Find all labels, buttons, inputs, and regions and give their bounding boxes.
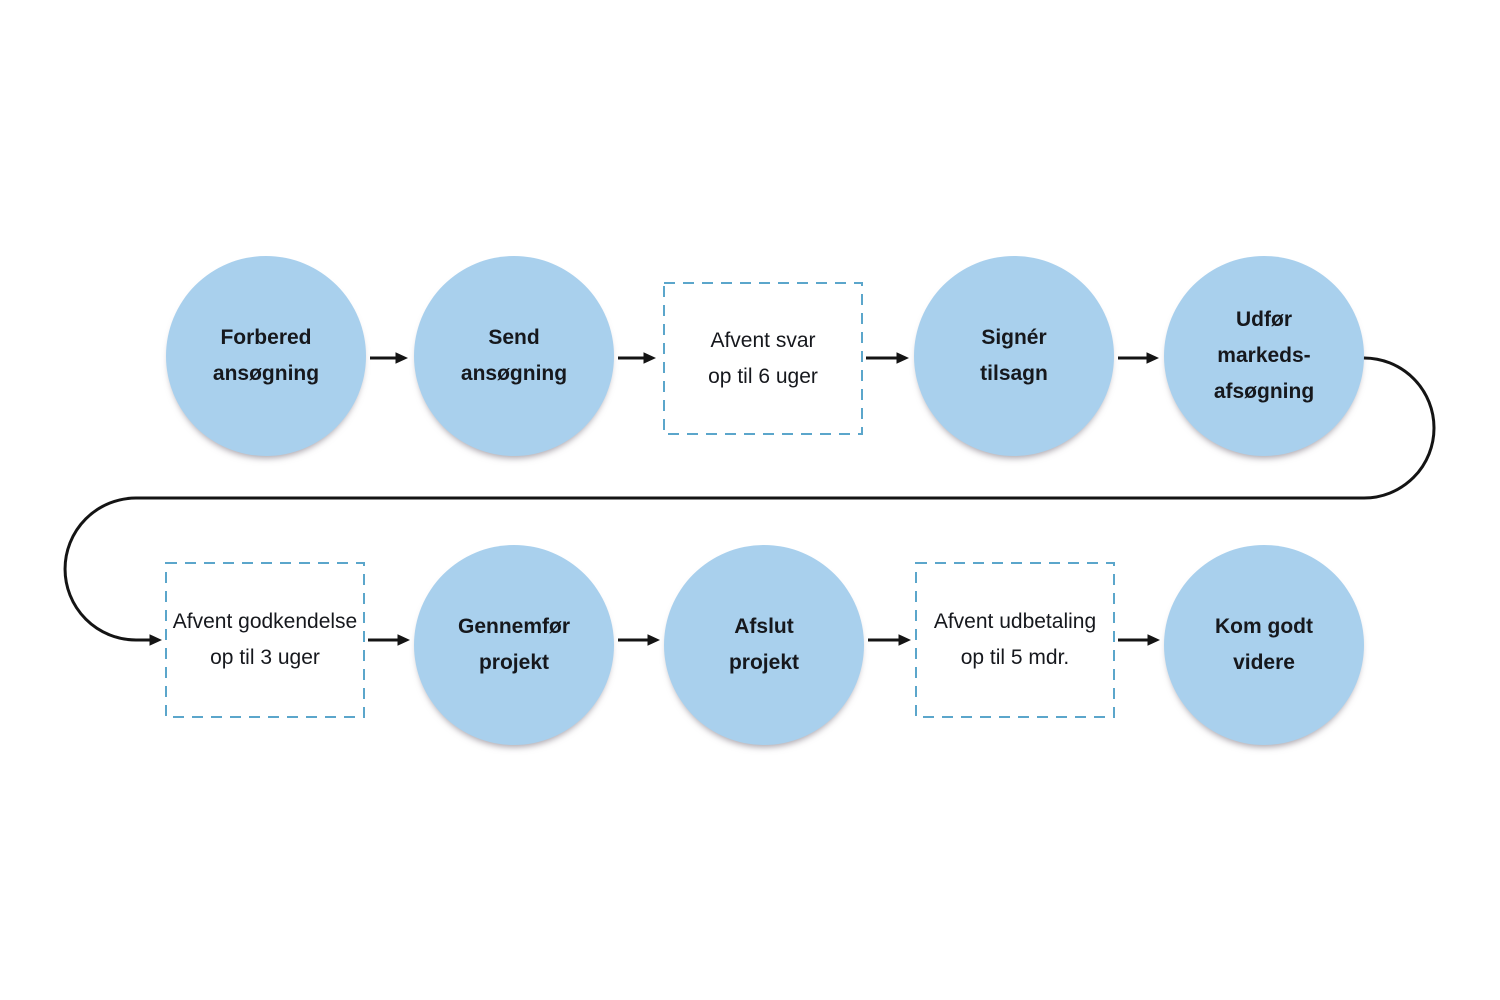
wait-box-afvent-udbetaling: Afvent udbetaling op til 5 mdr. (915, 562, 1115, 718)
step-send-ansogning: Send ansøgning (414, 256, 614, 456)
wait-box-outline-afvent-godkendelse (165, 562, 365, 718)
wait-label-line: Afvent svar (710, 328, 816, 352)
step-label-line: videre (1233, 651, 1295, 674)
wait-box-afvent-godkendelse: Afvent godkendelse op til 3 uger (165, 562, 365, 718)
step-label-line: afsøgning (1213, 380, 1315, 403)
step-label-line: markeds- (1217, 344, 1311, 367)
step-signer-tilsagn: Signér tilsagn (914, 256, 1114, 456)
step-label-line: Forbered (220, 326, 312, 349)
wait-label-line: op til 6 uger (708, 364, 818, 388)
step-label-line: ansøgning (460, 362, 568, 385)
step-forbered-ansogning: Forbered ansøgning (166, 256, 366, 456)
step-label-line: projekt (478, 651, 549, 674)
step-label-line: tilsagn (980, 362, 1048, 385)
step-afslut-projekt: Afslut projekt (664, 545, 864, 745)
wait-label-line: op til 3 uger (210, 646, 320, 669)
step-label-line: Send (488, 326, 540, 349)
step-label-line: ansøgning (212, 362, 320, 385)
step-label-line: projekt (728, 651, 799, 674)
wait-label-line: Afvent godkendelse (172, 610, 358, 633)
step-gennemfor-projekt: Gennemfør projekt (414, 545, 614, 745)
arrow-wrap-udfor-to-afvent-godkendelse (63, 356, 1436, 646)
step-label-line: Signér (981, 326, 1047, 349)
wait-label-line: op til 5 mdr. (960, 646, 1070, 669)
wait-box-afvent-svar: Afvent svar op til 6 uger (663, 282, 863, 435)
step-label-line: Gennemfør (457, 615, 570, 638)
step-label-line: Udfør (1236, 308, 1292, 331)
wait-box-outline-afvent-udbetaling (915, 562, 1115, 718)
step-label-line: Afslut (734, 615, 794, 638)
wait-box-outline-afvent-svar (663, 282, 863, 435)
step-label-line: Kom godt (1215, 615, 1313, 638)
wait-label-line: Afvent udbetaling (933, 610, 1097, 633)
step-udfor-markedsafsogning: Udfør markeds- afsøgning (1164, 256, 1364, 456)
step-kom-godt-videre: Kom godt videre (1164, 545, 1364, 745)
